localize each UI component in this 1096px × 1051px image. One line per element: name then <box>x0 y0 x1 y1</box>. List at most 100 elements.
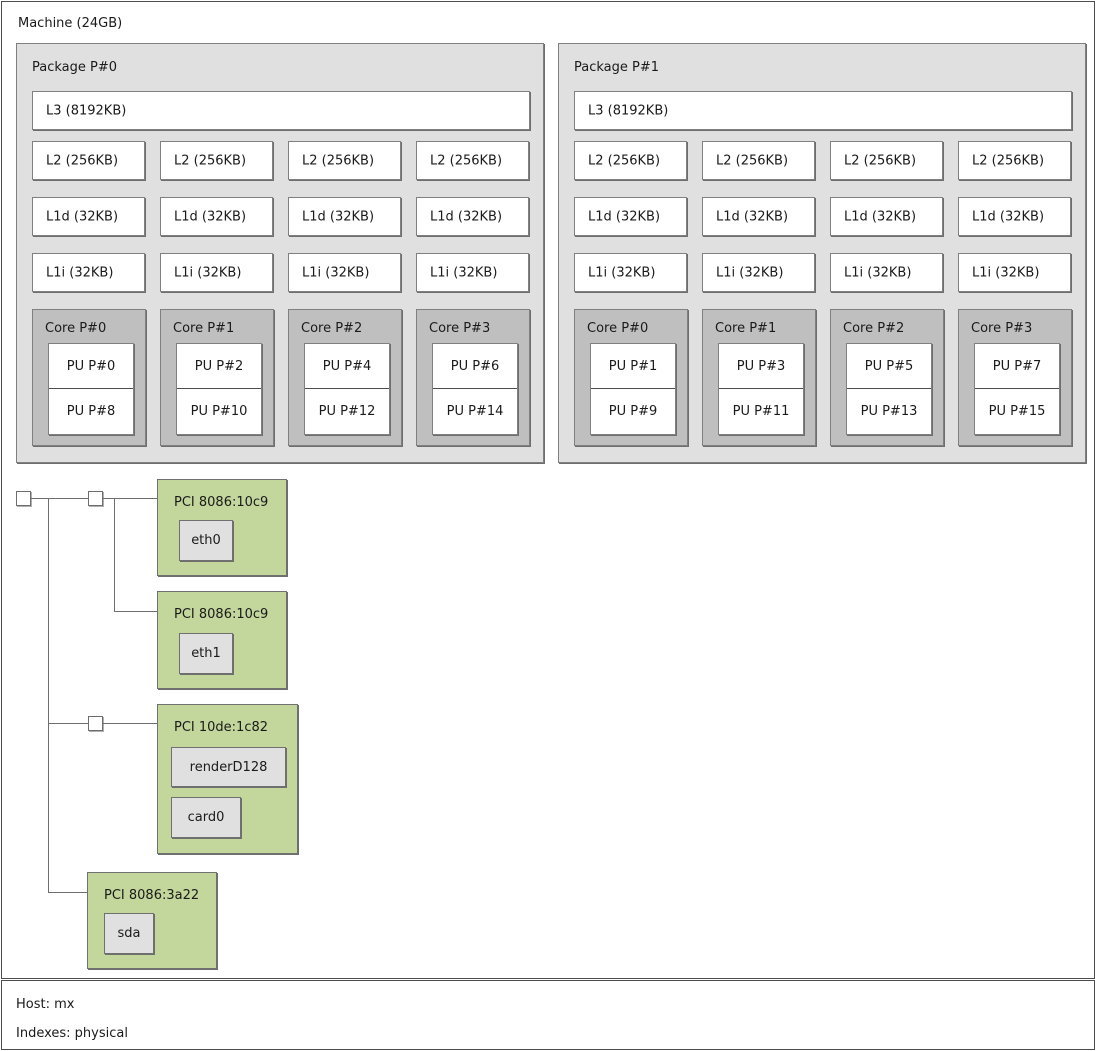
l3-cache-label-0: L3 (8192KB) <box>46 103 127 118</box>
core-label-1-0: Core P#0 <box>587 321 649 336</box>
pu-box-1-2-1[interactable]: PU P#13 <box>847 389 931 434</box>
pu-box-1-3-1[interactable]: PU P#15 <box>975 389 1059 434</box>
core-label-0-2: Core P#2 <box>301 321 363 336</box>
pu-box-1-0-1[interactable]: PU P#9 <box>591 389 675 434</box>
l1d-cache-box-0-1[interactable]: L1d (32KB) <box>160 197 273 236</box>
l1i-cache-box-1-0[interactable]: L1i (32KB) <box>574 253 687 292</box>
pu-box-1-2-0[interactable]: PU P#5 <box>847 344 931 389</box>
pci-device-label-1: PCI 8086:10c9 <box>174 607 269 622</box>
core-box-1-0[interactable]: Core P#0 PU P#1 PU P#9 <box>574 309 688 446</box>
pu-box-1-3-0[interactable]: PU P#7 <box>975 344 1059 389</box>
core-label-0-3: Core P#3 <box>429 321 491 336</box>
l1d-cache-label-0-1: L1d (32KB) <box>174 209 247 224</box>
core-label-1-1: Core P#1 <box>715 321 777 336</box>
tree-trunk-vertical-nic <box>114 498 115 611</box>
l1d-cache-box-1-1[interactable]: L1d (32KB) <box>702 197 815 236</box>
core-box-0-0[interactable]: Core P#0 PU P#0 PU P#8 <box>32 309 146 446</box>
l3-cache-label-1: L3 (8192KB) <box>588 103 669 118</box>
l2-cache-label-1-2: L2 (256KB) <box>844 153 917 168</box>
l1i-cache-label-1-2: L1i (32KB) <box>844 265 912 280</box>
pu-box-0-3-1[interactable]: PU P#14 <box>433 389 517 434</box>
footer-box: Host: mx Indexes: physical <box>1 980 1095 1050</box>
l1i-cache-box-1-2[interactable]: L1i (32KB) <box>830 253 943 292</box>
l2-cache-box-1-1[interactable]: L2 (256KB) <box>702 141 815 180</box>
l2-cache-box-1-2[interactable]: L2 (256KB) <box>830 141 943 180</box>
l1i-cache-box-1-3[interactable]: L1i (32KB) <box>958 253 1071 292</box>
l2-cache-label-0-3: L2 (256KB) <box>430 153 503 168</box>
pu-box-0-1-1[interactable]: PU P#10 <box>177 389 261 434</box>
pu-stack-0-2: PU P#4 PU P#12 <box>304 343 390 435</box>
osdev-box-card0[interactable]: card0 <box>171 797 241 838</box>
package-label-1: Package P#1 <box>574 60 660 75</box>
tree-line-gpu-left-horizontal <box>48 723 88 724</box>
pu-stack-1-2: PU P#5 PU P#13 <box>846 343 932 435</box>
l3-cache-box-0[interactable]: L3 (8192KB) <box>32 91 530 130</box>
l1d-cache-box-1-2[interactable]: L1d (32KB) <box>830 197 943 236</box>
l1i-cache-label-0-3: L1i (32KB) <box>430 265 498 280</box>
l2-cache-box-0-0[interactable]: L2 (256KB) <box>32 141 145 180</box>
pci-device-label-0: PCI 8086:10c9 <box>174 495 269 510</box>
pu-box-0-2-0[interactable]: PU P#4 <box>305 344 389 389</box>
l1d-cache-box-1-0[interactable]: L1d (32KB) <box>574 197 687 236</box>
pu-box-0-1-0[interactable]: PU P#2 <box>177 344 261 389</box>
l1i-cache-label-1-0: L1i (32KB) <box>588 265 656 280</box>
core-box-0-2[interactable]: Core P#2 PU P#4 PU P#12 <box>288 309 402 446</box>
l1d-cache-label-0-0: L1d (32KB) <box>46 209 119 224</box>
pci-device-box-3[interactable]: PCI 8086:3a22 sda <box>87 872 217 969</box>
pu-box-1-0-0[interactable]: PU P#1 <box>591 344 675 389</box>
pci-bridge-node-gpu[interactable] <box>88 716 103 731</box>
l2-cache-label-1-3: L2 (256KB) <box>972 153 1045 168</box>
core-box-0-3[interactable]: Core P#3 PU P#6 PU P#14 <box>416 309 530 446</box>
pci-device-box-1[interactable]: PCI 8086:10c9 eth1 <box>157 591 287 689</box>
pu-box-0-0-1[interactable]: PU P#8 <box>49 389 133 434</box>
core-label-1-3: Core P#3 <box>971 321 1033 336</box>
pu-box-1-1-1[interactable]: PU P#11 <box>719 389 803 434</box>
pci-device-box-0[interactable]: PCI 8086:10c9 eth0 <box>157 479 287 576</box>
osdev-box-eth1[interactable]: eth1 <box>179 633 233 674</box>
l1d-cache-box-0-0[interactable]: L1d (32KB) <box>32 197 145 236</box>
l1i-cache-label-1-3: L1i (32KB) <box>972 265 1040 280</box>
l1i-cache-box-0-2[interactable]: L1i (32KB) <box>288 253 401 292</box>
osdev-box-sda[interactable]: sda <box>104 913 154 954</box>
l2-cache-box-1-3[interactable]: L2 (256KB) <box>958 141 1071 180</box>
l1d-cache-box-0-3[interactable]: L1d (32KB) <box>416 197 529 236</box>
l1i-cache-box-0-3[interactable]: L1i (32KB) <box>416 253 529 292</box>
core-box-0-1[interactable]: Core P#1 PU P#2 PU P#10 <box>160 309 274 446</box>
l2-cache-box-0-1[interactable]: L2 (256KB) <box>160 141 273 180</box>
l1d-cache-label-0-2: L1d (32KB) <box>302 209 375 224</box>
pu-stack-1-0: PU P#1 PU P#9 <box>590 343 676 435</box>
osdev-box-renderD128[interactable]: renderD128 <box>171 747 286 787</box>
l1d-cache-box-1-3[interactable]: L1d (32KB) <box>958 197 1071 236</box>
pu-box-1-1-0[interactable]: PU P#3 <box>719 344 803 389</box>
core-label-0-0: Core P#0 <box>45 321 107 336</box>
core-box-1-1[interactable]: Core P#1 PU P#3 PU P#11 <box>702 309 816 446</box>
tree-line-root-horizontal <box>31 498 88 499</box>
pci-device-box-2[interactable]: PCI 10de:1c82 renderD128 card0 <box>157 704 298 854</box>
l2-cache-box-0-3[interactable]: L2 (256KB) <box>416 141 529 180</box>
host-label: Host: mx <box>16 997 75 1012</box>
l1i-cache-box-0-1[interactable]: L1i (32KB) <box>160 253 273 292</box>
pu-stack-0-1: PU P#2 PU P#10 <box>176 343 262 435</box>
l1d-cache-label-1-3: L1d (32KB) <box>972 209 1045 224</box>
core-box-1-3[interactable]: Core P#3 PU P#7 PU P#15 <box>958 309 1072 446</box>
l3-cache-box-1[interactable]: L3 (8192KB) <box>574 91 1072 130</box>
package-box-1[interactable]: Package P#1 L3 (8192KB) L2 (256KB) L2 (2… <box>558 43 1086 463</box>
l1i-cache-box-1-1[interactable]: L1i (32KB) <box>702 253 815 292</box>
l1i-cache-box-0-0[interactable]: L1i (32KB) <box>32 253 145 292</box>
indexes-label: Indexes: physical <box>16 1026 128 1041</box>
osdev-box-eth0[interactable]: eth0 <box>179 520 233 561</box>
tree-line-sda-horizontal <box>48 892 87 893</box>
pu-box-0-0-0[interactable]: PU P#0 <box>49 344 133 389</box>
tree-trunk-vertical-main <box>48 498 49 892</box>
pu-box-0-2-1[interactable]: PU P#12 <box>305 389 389 434</box>
l2-cache-label-1-0: L2 (256KB) <box>588 153 661 168</box>
l2-cache-box-0-2[interactable]: L2 (256KB) <box>288 141 401 180</box>
l1d-cache-box-0-2[interactable]: L1d (32KB) <box>288 197 401 236</box>
l2-cache-box-1-0[interactable]: L2 (256KB) <box>574 141 687 180</box>
host-bridge-node[interactable] <box>16 491 31 506</box>
tree-line-eth1-horizontal <box>114 611 157 612</box>
pci-bridge-node-nic[interactable] <box>88 491 103 506</box>
package-box-0[interactable]: Package P#0 L3 (8192KB) L2 (256KB) L2 (2… <box>16 43 544 463</box>
core-box-1-2[interactable]: Core P#2 PU P#5 PU P#13 <box>830 309 944 446</box>
pu-box-0-3-0[interactable]: PU P#6 <box>433 344 517 389</box>
